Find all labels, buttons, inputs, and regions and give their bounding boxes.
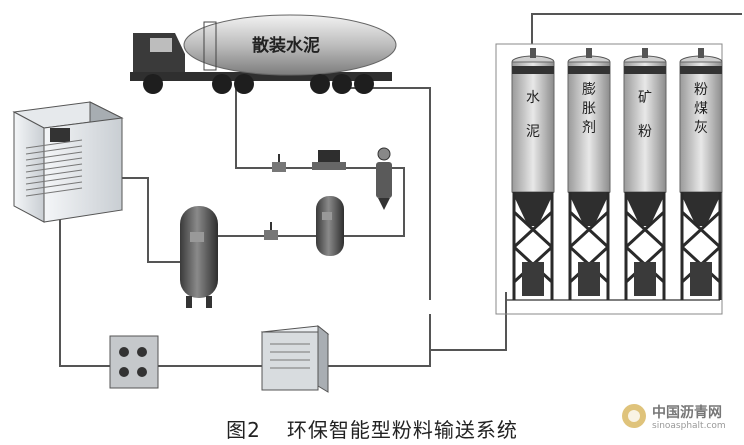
silo-band [512, 66, 554, 74]
silo: 矿粉 [623, 48, 667, 300]
control-panel [109, 335, 159, 389]
truck-wheel [354, 74, 374, 94]
truck-wheel [234, 74, 254, 94]
truck-ladder [203, 21, 217, 71]
truck-wheel [212, 74, 232, 94]
air-compressor [12, 101, 124, 223]
electrical-cabinet [260, 324, 330, 393]
watermark: 中国沥青网 sinoasphalt.com [616, 398, 736, 438]
pressure-filter [376, 147, 392, 210]
dryer-to-filter-pipe [344, 167, 405, 237]
silo-band [624, 66, 666, 74]
compressor-to-panel-pipe [59, 220, 110, 367]
silo-legs [624, 192, 666, 300]
system-diagram: 散装水泥 [12, 13, 742, 393]
silo-vent [698, 48, 704, 58]
silo-discharge-unit [578, 262, 600, 296]
silo-vent [586, 48, 592, 58]
silo-legs [680, 192, 722, 300]
silo-group: 水泥 膨胀剂 矿粉 粉煤灰 [511, 48, 723, 300]
main-silo-feed-pipe [429, 292, 507, 351]
figure-number: 图2 [226, 418, 261, 442]
silo-vent [642, 48, 648, 58]
silo-cone [568, 192, 610, 226]
compressor-control-panel [50, 128, 70, 142]
silo-legs [512, 192, 554, 300]
truck-cab-window [150, 38, 172, 52]
figure-caption: 图2 环保智能型粉料输送系统 [0, 414, 744, 443]
truck-chassis [130, 72, 392, 81]
truck-wheel [332, 74, 352, 94]
silo-cone [680, 192, 722, 226]
silo-label: 矿粉 [638, 90, 652, 140]
silo-label: 水泥 [526, 90, 540, 140]
silo: 粉煤灰 [679, 48, 723, 300]
cement-truck: 散装水泥 [130, 14, 397, 94]
silo-discharge-unit [522, 262, 544, 296]
pipe-network [59, 13, 742, 367]
truck-wheel [143, 74, 163, 94]
compressor-face [43, 117, 123, 223]
silo-top-pipe [531, 13, 742, 44]
air-dryer-tank [316, 196, 344, 256]
watermark-url: sinoasphalt.com [652, 421, 726, 431]
ball-valve [272, 154, 286, 172]
watermark-logo-icon [622, 404, 646, 428]
compressor-vent-grille [25, 139, 83, 197]
truck-wheel [310, 74, 330, 94]
silo: 水泥 [511, 48, 555, 300]
truck-to-filter-pipe [235, 86, 276, 169]
silo-body [511, 61, 555, 193]
silo-legs [568, 192, 610, 300]
watermark-name: 中国沥青网 [652, 405, 722, 421]
truck-label: 散装水泥 [252, 35, 320, 56]
silo-vent [530, 48, 536, 58]
silo-cone [512, 192, 554, 226]
silo-band [680, 66, 722, 74]
cement-tank-body [183, 14, 397, 76]
air-receiver-tank [180, 206, 218, 308]
silo-discharge-unit [690, 262, 712, 296]
silo-label: 膨胀剂 [582, 81, 596, 136]
silo-label: 粉煤灰 [694, 82, 708, 136]
compressor-to-tank-pipe [120, 177, 180, 263]
ball-valve [264, 222, 278, 240]
solenoid-valve [312, 150, 346, 170]
silo-discharge-unit [634, 262, 656, 296]
silo-band [568, 66, 610, 74]
silo: 膨胀剂 [567, 48, 611, 300]
compressor-front [13, 111, 45, 223]
figure-title: 环保智能型粉料输送系统 [286, 418, 518, 442]
silo-cone [624, 192, 666, 226]
cabinet-to-silo-pipe [328, 314, 431, 367]
silo-body [567, 61, 611, 193]
silo-body [623, 61, 667, 193]
